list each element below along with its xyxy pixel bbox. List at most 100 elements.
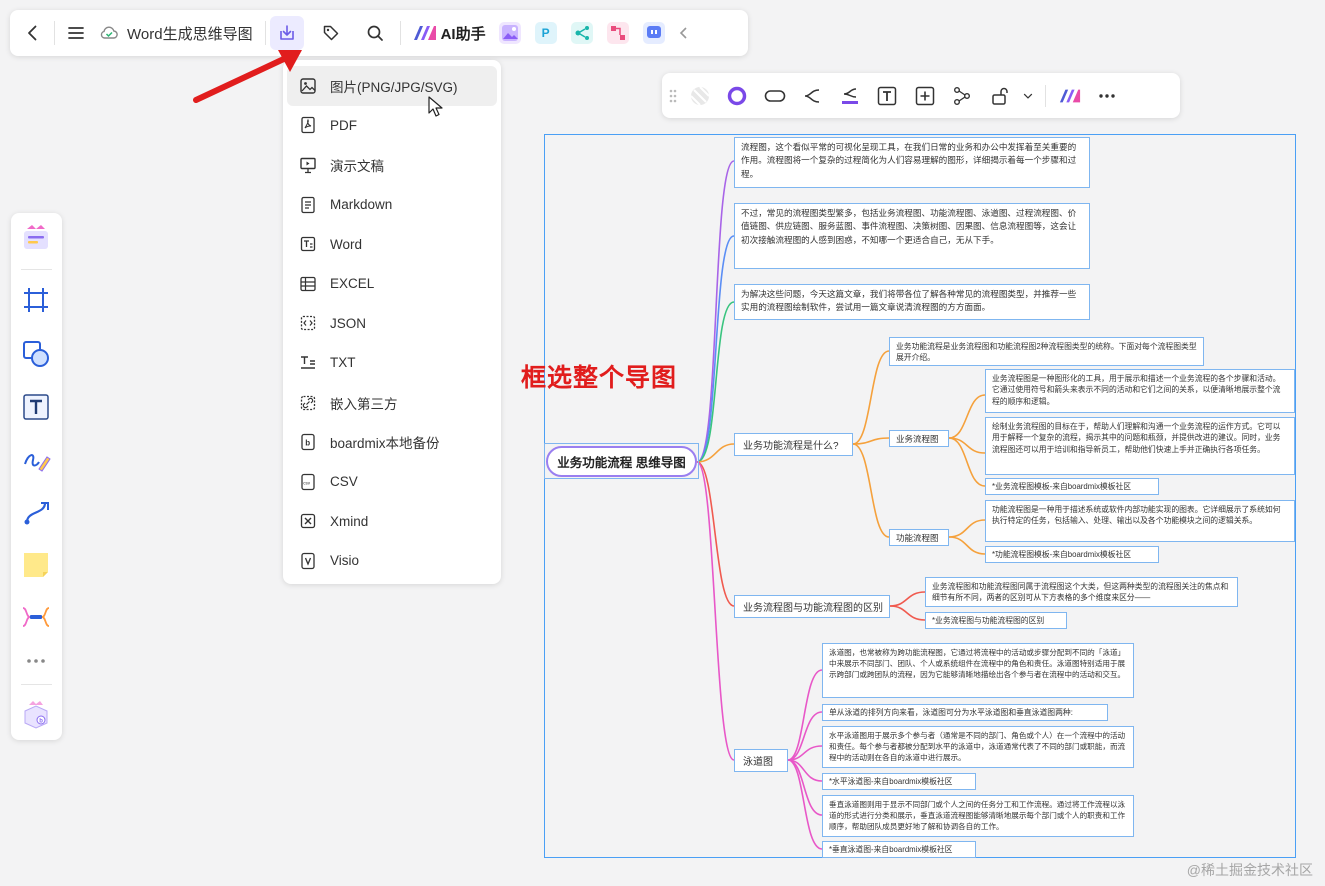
mindmap-node[interactable]: 水平泳道图用于展示多个参与者（通常是不同的部门、角色或个人）在一个流程中的活动和… [822, 726, 1134, 768]
mindmap-tool[interactable] [20, 601, 52, 633]
border-color-icon [727, 86, 747, 105]
more-tools-button[interactable] [20, 645, 52, 677]
collapse-toolbar-button[interactable] [672, 16, 696, 50]
mindmap-subbranch-node[interactable]: 功能流程图 [889, 529, 949, 546]
lock-button[interactable] [982, 80, 1018, 112]
export-word-item[interactable]: Word [287, 224, 497, 264]
export-presentation-item[interactable]: 演示文稿 [287, 145, 497, 185]
lock-dropdown[interactable] [1019, 80, 1037, 112]
export-json-item[interactable]: JSON [287, 304, 497, 344]
export-button[interactable] [269, 16, 304, 50]
shape-tool[interactable] [20, 338, 52, 370]
menu-item-label: CSV [330, 474, 358, 490]
apps-button[interactable]: b [20, 698, 52, 730]
export-txt-item[interactable]: TXT [287, 343, 497, 383]
drag-handle-icon [669, 89, 677, 102]
p-app-button[interactable]: P [534, 22, 557, 44]
fill-transparent-icon [689, 85, 710, 106]
export-embed-item[interactable]: 嵌入第三方 [287, 383, 497, 423]
mindmap-branch-node[interactable]: 泳道图 [734, 749, 788, 772]
branch-style-button[interactable] [794, 80, 830, 112]
tag-button[interactable] [314, 16, 348, 50]
flow-app-button[interactable] [606, 22, 629, 44]
add-child-button[interactable] [907, 80, 943, 112]
back-button[interactable] [16, 16, 50, 50]
mindmap-node[interactable]: 绘制业务流程图的目标在于，帮助人们理解和沟通一个业务流程的运作方式。它可以用于解… [985, 417, 1295, 475]
connector-tool[interactable] [20, 496, 52, 528]
divider [264, 21, 266, 45]
sticky-note-tool[interactable] [20, 549, 52, 581]
export-markdown-item[interactable]: Markdown [287, 185, 497, 225]
collapse-icon [679, 27, 687, 39]
mindmap-node[interactable]: 业务流程图是一种图形化的工具，用于展示和描述一个业务流程的各个步骤和活动。它通过… [985, 369, 1295, 413]
export-backup-item[interactable]: b boardmix本地备份 [287, 422, 497, 462]
mindmap-node[interactable]: *业务流程图模板-来自boardmix模板社区 [985, 478, 1159, 495]
mindmap-node[interactable]: *垂直泳道图-来自boardmix模板社区 [822, 841, 976, 858]
svg-text:csv: csv [303, 480, 311, 485]
sticky-note-icon [24, 553, 48, 577]
mindmap-node[interactable]: 泳道图，也常被称为跨功能流程图，它通过将流程中的活动或步骤分配到不同的「泳道」中… [822, 643, 1134, 698]
export-xmind-item[interactable]: Xmind [287, 502, 497, 542]
mindmap-node[interactable]: *水平泳道图-来自boardmix模板社区 [822, 773, 976, 790]
mindmap-node[interactable]: 不过，常见的流程图类型繁多，包括业务流程图、功能流程图、泳道图、过程流程图、价值… [734, 203, 1090, 269]
root-node-selection [544, 443, 699, 479]
export-pdf-item[interactable]: PDF [287, 106, 497, 146]
mindmap-node[interactable]: *功能流程图模板-来自boardmix模板社区 [985, 546, 1159, 563]
line-color-button[interactable] [832, 80, 868, 112]
ai-tools-button[interactable] [1052, 80, 1088, 112]
layout-structure-icon [954, 86, 970, 105]
mindmap-node[interactable]: *业务流程图与功能流程图的区别 [925, 612, 1067, 629]
text-tool[interactable] [20, 391, 52, 423]
frame-tool[interactable] [20, 284, 52, 316]
templates-button[interactable] [20, 222, 52, 254]
border-color-button[interactable] [719, 80, 755, 112]
export-image-item[interactable]: 图片(PNG/JPG/SVG) [287, 66, 497, 106]
image-gen-app-icon [501, 25, 518, 41]
main-menu-button[interactable] [59, 16, 93, 50]
svg-text:b: b [305, 439, 310, 448]
pen-tool[interactable] [20, 443, 52, 475]
mindmap-node[interactable]: 垂直泳道图则用于显示不同部门或个人之间的任务分工和工作流程。通过将工作流程以泳道… [822, 795, 1134, 837]
text-style-button[interactable] [869, 80, 905, 112]
more-options-button[interactable] [1089, 80, 1125, 112]
tag-icon [323, 25, 338, 41]
mindmap-branch-node[interactable]: 业务功能流程是什么? [734, 433, 853, 456]
export-csv-item[interactable]: csv CSV [287, 462, 497, 502]
export-excel-item[interactable]: EXCEL [287, 264, 497, 304]
frame-icon [24, 288, 48, 312]
text-style-icon [877, 86, 897, 105]
fill-color-button[interactable] [682, 80, 718, 112]
mindmap-node[interactable]: 功能流程图是一种用于描述系统或软件内部功能实现的图表。它详细展示了系统如何执行特… [985, 500, 1295, 542]
mindmap-node[interactable]: 业务功能流程是业务流程图和功能流程图2种流程图类型的统称。下面对每个流程图类型展… [889, 337, 1204, 366]
p-app-icon: P [541, 26, 550, 40]
mindmap-app-button[interactable] [570, 22, 593, 44]
node-shape-button[interactable] [757, 80, 793, 112]
mindmap-node[interactable]: 业务流程图和功能流程图同属于流程图这个大类，但这两种类型的流程图关注的焦点和细节… [925, 577, 1238, 607]
flow-app-icon [610, 26, 625, 40]
branch-style-icon [804, 88, 820, 103]
add-node-icon [915, 86, 934, 105]
more-icon [1099, 93, 1115, 98]
search-icon [367, 25, 383, 41]
mindmap-node[interactable]: 为解决这些问题，今天这篇文章，我们将带各位了解各种常见的流程图类型，并推荐一些实… [734, 284, 1090, 320]
image-gen-app-button[interactable] [498, 22, 521, 44]
mindmap-node[interactable]: 单从泳道的排列方向来看，泳道图可分为水平泳道图和垂直泳道图两种: [822, 704, 1108, 721]
svg-text:b: b [39, 719, 43, 725]
mindmap-subbranch-node[interactable]: 业务流程图 [889, 430, 949, 447]
export-visio-item[interactable]: Visio [287, 541, 497, 581]
mindmap-node[interactable]: 流程图，这个看似平常的可视化呈现工具，在我们日常的业务和办公中发挥着至关重要的作… [734, 137, 1090, 188]
ai-assistant-button[interactable]: AI助手 [413, 23, 486, 44]
export-icon [279, 25, 294, 40]
drag-handle[interactable] [666, 80, 680, 112]
chat-app-button[interactable] [642, 22, 665, 44]
mindmap-branch-node[interactable]: 业务流程图与功能流程图的区别 [734, 595, 890, 618]
layout-button[interactable] [944, 80, 980, 112]
mindmap-root-node[interactable]: 业务功能流程 思维导图 [546, 446, 697, 477]
top-toolbar: Word生成思维导图 AI助手 P [10, 10, 748, 56]
templates-icon [24, 225, 48, 249]
red-arrow-annotation-icon [193, 50, 302, 103]
search-button[interactable] [358, 16, 392, 50]
document-title[interactable]: Word生成思维导图 [99, 23, 253, 44]
menu-item-label: Visio [330, 553, 360, 569]
